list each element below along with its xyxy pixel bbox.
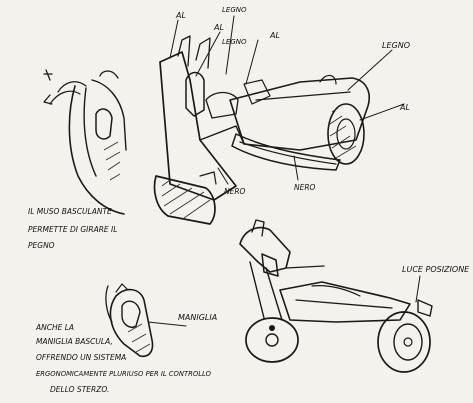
label-legno-right: LEGNO — [382, 41, 410, 50]
vehicle-tilted-view — [153, 35, 370, 225]
label-al-3: AL — [269, 31, 280, 40]
handle-detail — [105, 283, 154, 358]
label-legno-mid: LEGNO — [222, 38, 247, 46]
label-luce-posizione: LUCE POSIZIONE — [402, 265, 470, 274]
note-muso-line-2: PERMETTE DI GIRARE IL — [28, 225, 117, 234]
label-nero-1: NERO — [224, 187, 246, 196]
tricycle-side-view — [239, 219, 433, 373]
label-maniglia: MANIGLIA — [178, 313, 217, 322]
label-legno-top: LEGNO — [222, 6, 247, 14]
note-muso-line-1: IL MUSO BASCULANTE — [28, 207, 112, 216]
label-al-2: AL — [213, 23, 224, 32]
note-pivoting-nose: IL MUSO BASCULANTE PERMETTE DI GIRARE IL… — [28, 207, 117, 250]
note-tilting-handle: ANCHE LA MANIGLIA BASCULA, OFFRENDO UN S… — [35, 323, 212, 394]
nose-pivot-detail — [43, 69, 127, 215]
leader-lines — [147, 15, 421, 327]
note-maniglia-line-2: MANIGLIA BASCULA, — [36, 337, 113, 346]
label-al-1: AL — [175, 11, 186, 20]
note-muso-line-3: PEGNO — [28, 241, 55, 250]
label-al-4: AL — [399, 103, 410, 112]
note-maniglia-line-4: ERGONOMICAMENTE PLURIUSO PER IL CONTROLL… — [36, 370, 212, 378]
note-maniglia-line-3: OFFRENDO UN SISTEMA — [36, 353, 126, 362]
labels: LEGNO AL AL LEGNO AL LEGNO AL NERO NERO … — [175, 6, 470, 322]
note-maniglia-line-5: DELLO STERZO. — [50, 385, 109, 394]
note-maniglia-line-1: ANCHE LA — [35, 323, 74, 332]
label-nero-2: NERO — [294, 183, 316, 192]
